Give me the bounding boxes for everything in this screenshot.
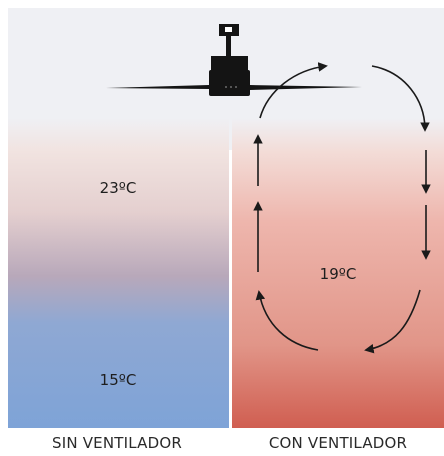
right-ceiling-fade [232,118,444,152]
left-ceiling-fade [8,118,229,152]
left-panel-no-fan [8,152,229,428]
airflow-arrow-icon [259,62,328,119]
airflow-arrows [253,62,431,354]
caption-with-fan: CON VENTILADOR [269,434,407,452]
left-top-temperature: 23ºC [100,179,137,197]
panel-divider [229,150,232,430]
airflow-arrow-icon [371,65,430,132]
airflow-arrow-icon [255,290,319,351]
right-mid-temperature: 19ºC [320,265,357,283]
caption-no-fan: SIN VENTILADOR [52,434,182,452]
airflow-arrow-icon [364,289,421,354]
left-bottom-temperature: 15ºC [100,371,137,389]
right-panel-with-fan [232,152,444,428]
